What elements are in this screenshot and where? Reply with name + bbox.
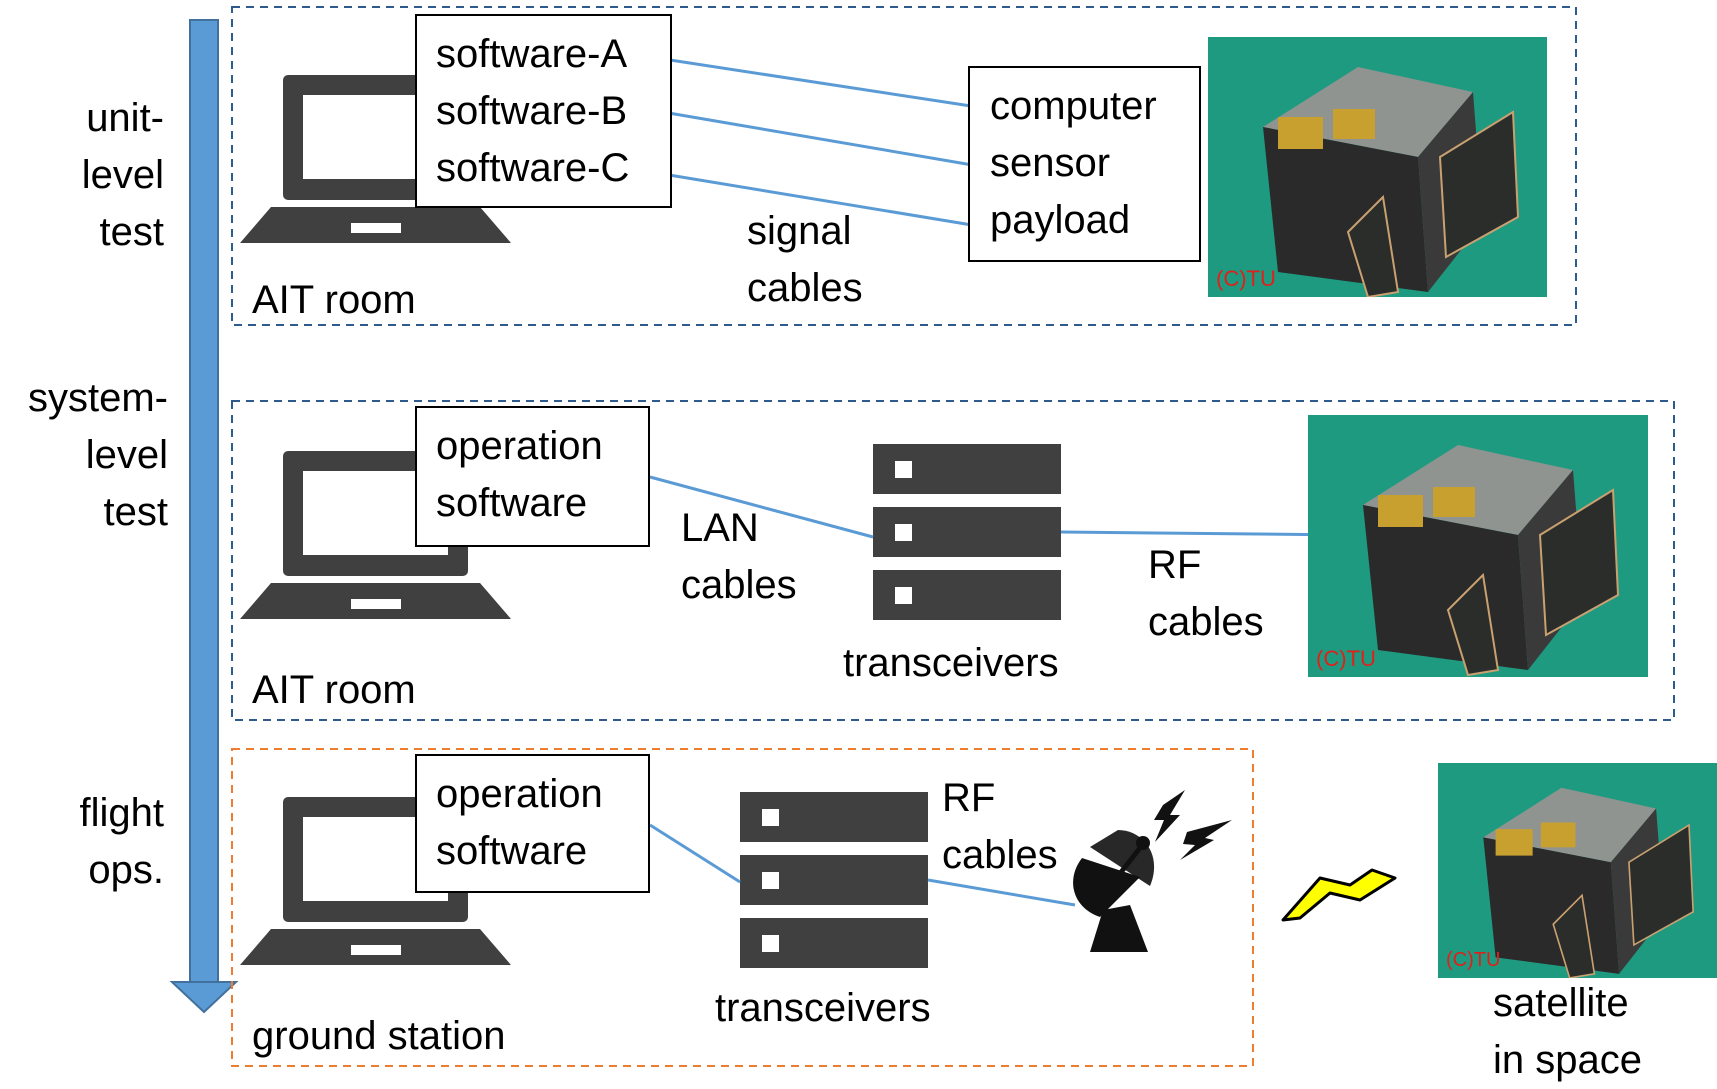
rf-cable bbox=[927, 878, 1076, 907]
satellite-photo: (C)TU bbox=[1438, 763, 1717, 978]
server-rack-icon bbox=[740, 792, 928, 968]
lan-cables-label: LAN cables bbox=[681, 506, 797, 607]
satellite-photo: (C)TU bbox=[1208, 37, 1547, 297]
target-units-box: computer sensor payload bbox=[968, 66, 1201, 262]
rf-cables-label: RF cables bbox=[1148, 543, 1264, 644]
location-label: ground station bbox=[252, 1014, 506, 1058]
photo-credit: (C)TU bbox=[1316, 646, 1376, 671]
lightning-bolt-icon bbox=[1281, 868, 1397, 922]
satellite-dish-icon bbox=[1073, 790, 1232, 952]
panel-unit-border bbox=[231, 6, 1577, 326]
satellite-in-space-label: satellite in space bbox=[1493, 981, 1642, 1082]
transceivers-label: transceivers bbox=[843, 641, 1059, 685]
rf-cables-label: RF cables bbox=[942, 776, 1058, 877]
stage-label-unit: unit- level test bbox=[81, 96, 164, 254]
operation-software-box: operation software bbox=[415, 754, 650, 893]
location-label: AIT room bbox=[252, 278, 416, 322]
lan-cable bbox=[649, 823, 741, 884]
lan-cable bbox=[649, 475, 874, 539]
timeline-arrow bbox=[169, 19, 239, 1014]
server-rack-icon bbox=[873, 444, 1061, 620]
satellite-photo: (C)TU bbox=[1308, 415, 1648, 677]
panel-system-border bbox=[231, 400, 1675, 721]
photo-credit: (C)TU bbox=[1446, 949, 1501, 971]
photo-credit: (C)TU bbox=[1216, 266, 1276, 291]
operation-software-box: operation software bbox=[415, 406, 650, 547]
rf-cable bbox=[1060, 530, 1353, 537]
location-label: AIT room bbox=[252, 668, 416, 712]
transceivers-label: transceivers bbox=[715, 986, 931, 1030]
software-list-box: software-A software-B software-C bbox=[415, 14, 672, 208]
panel-flight-border bbox=[231, 748, 1254, 1067]
stage-label-flight: flight ops. bbox=[79, 791, 165, 892]
stage-label-system: system- level test bbox=[28, 376, 168, 534]
signal-cables bbox=[656, 56, 985, 229]
signal-cables-label: signal cables bbox=[747, 209, 863, 310]
